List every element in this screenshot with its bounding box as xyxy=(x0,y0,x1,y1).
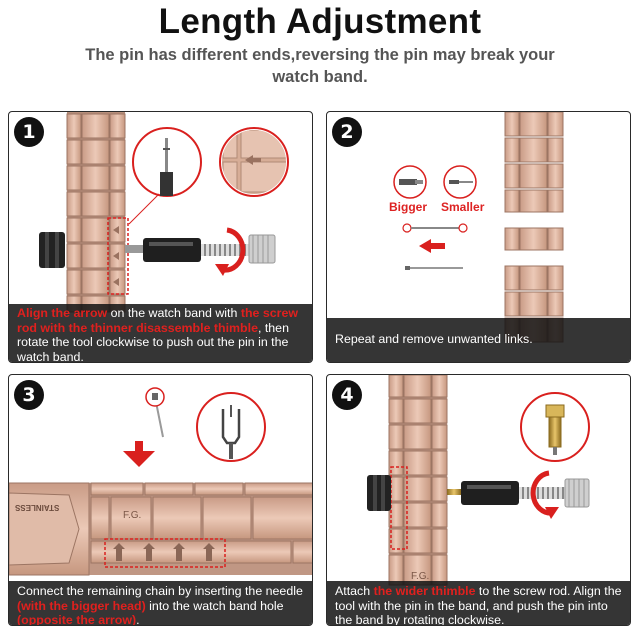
bigger-label: Bigger xyxy=(389,200,428,214)
step-1-caption: Align the arrow on the watch band with t… xyxy=(9,304,312,362)
caption-highlight: the wider thimble xyxy=(373,584,476,598)
step-number-badge: 1 xyxy=(14,117,44,147)
caption-text: into the watch band hole xyxy=(145,598,284,613)
caption-text: Connect the remaining chain by inserting… xyxy=(17,584,303,598)
step-number-badge: 2 xyxy=(332,117,362,147)
needle xyxy=(123,387,165,467)
caption-text: to the screw rod. Align the tool with th… xyxy=(335,584,622,626)
step-1-panel: 1 Align the arrow on the watch band with… xyxy=(8,111,313,363)
watch-band-upper xyxy=(504,112,564,213)
step-4-panel: F.G. 4 Attach the wider thimble to the s… xyxy=(326,374,631,626)
step-1-illustration xyxy=(39,112,289,313)
brand-engraving: F.G. xyxy=(123,510,142,521)
clasp-engraving: STAINLESS xyxy=(15,503,60,512)
smaller-head-circle xyxy=(443,165,477,199)
page-subtitle: The pin has different ends,reversing the… xyxy=(85,46,555,86)
step-2-panel: Bigger Smaller 2 Repeat and remove unwan… xyxy=(326,111,631,363)
watch-band xyxy=(388,375,448,586)
bigger-head-circle xyxy=(393,165,427,199)
step-3-panel: STAINLESS F.G. 3 Connect the remaining c… xyxy=(8,374,313,626)
arrow-zoom-circle xyxy=(219,127,289,197)
caption-highlight: (opposite the arrow) xyxy=(17,613,137,626)
removed-link xyxy=(504,227,564,251)
smaller-label: Smaller xyxy=(441,200,485,214)
caption-text: Repeat and remove unwanted links. xyxy=(335,332,533,346)
pin-diagram xyxy=(402,223,468,270)
step-2-caption: Repeat and remove unwanted links. xyxy=(327,318,630,362)
step-3-caption: Connect the remaining chain by inserting… xyxy=(9,581,312,625)
caption-highlight: the screw rod with the thinner disassemb… xyxy=(17,306,298,335)
caption-text: Attach xyxy=(335,584,374,598)
step-4-illustration xyxy=(367,375,590,586)
pin-zoom-circle xyxy=(132,127,202,197)
step-number-badge: 4 xyxy=(332,380,362,410)
brand-engraving: F.G. xyxy=(411,571,430,582)
watch-band xyxy=(66,112,129,313)
caption-text: . xyxy=(136,613,140,626)
removal-tool xyxy=(39,227,276,276)
caption-highlight: Align the arrow xyxy=(17,306,108,320)
needle-head-zoom xyxy=(196,392,266,462)
caption-text: on the watch band with xyxy=(107,306,241,320)
push-tool xyxy=(367,470,590,519)
step-3-illustration xyxy=(9,387,312,576)
watch-band-horizontal xyxy=(9,482,312,576)
step-number-badge: 3 xyxy=(14,380,44,410)
caption-text: , then rotate the tool clockwise to push… xyxy=(17,320,289,363)
thimble-zoom xyxy=(520,392,590,462)
step-4-caption: Attach the wider thimble to the screw ro… xyxy=(327,581,630,625)
caption-highlight: (with the bigger head) xyxy=(17,598,146,613)
page-title: Length Adjustment xyxy=(158,2,482,41)
